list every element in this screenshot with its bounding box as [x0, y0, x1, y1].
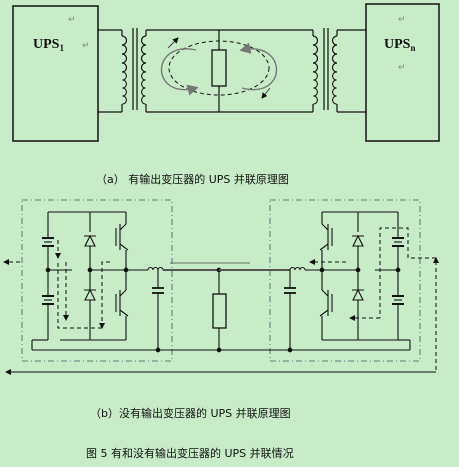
igbt: [319, 289, 333, 317]
load-resistor: [211, 49, 227, 87]
module-right-box: [269, 199, 421, 362]
inductor: [147, 266, 164, 271]
igbt: [115, 223, 129, 251]
caption-b: （b）没有输出变压器的 UPS 并联原理图: [90, 407, 291, 420]
diode: [352, 234, 364, 247]
return-mark: ↵: [398, 15, 406, 25]
ups-n-box: [365, 3, 440, 142]
load-resistor-b: [212, 293, 227, 329]
ups-n-label: UPSn: [384, 37, 415, 53]
circulating-current: [161, 37, 277, 99]
igbt: [319, 223, 333, 251]
diagram-a: UPS1 ↵ ↵ UPSn ↵ ↵: [12, 3, 440, 142]
return-mark: ↵: [82, 41, 90, 51]
module-left-box: [21, 199, 173, 362]
return-mark: ↵: [68, 15, 76, 25]
diode: [352, 288, 364, 301]
figure-caption: 图 5 有和没有输出变压器的 UPS 并联情况: [86, 447, 294, 460]
igbt: [115, 289, 129, 317]
return-mark: ↵: [398, 63, 406, 73]
ups-1-box: [12, 5, 99, 142]
diode: [84, 288, 96, 301]
inductor: [289, 266, 306, 271]
circulating-current-path: [3, 227, 439, 375]
caption-a: （a） 有输出变压器的 UPS 并联原理图: [96, 173, 289, 186]
diode: [84, 234, 96, 247]
ups-1-label: UPS1: [33, 37, 64, 53]
transformer-left: [121, 28, 147, 110]
diagram-b: [3, 199, 439, 375]
transformer-right: [312, 28, 338, 110]
